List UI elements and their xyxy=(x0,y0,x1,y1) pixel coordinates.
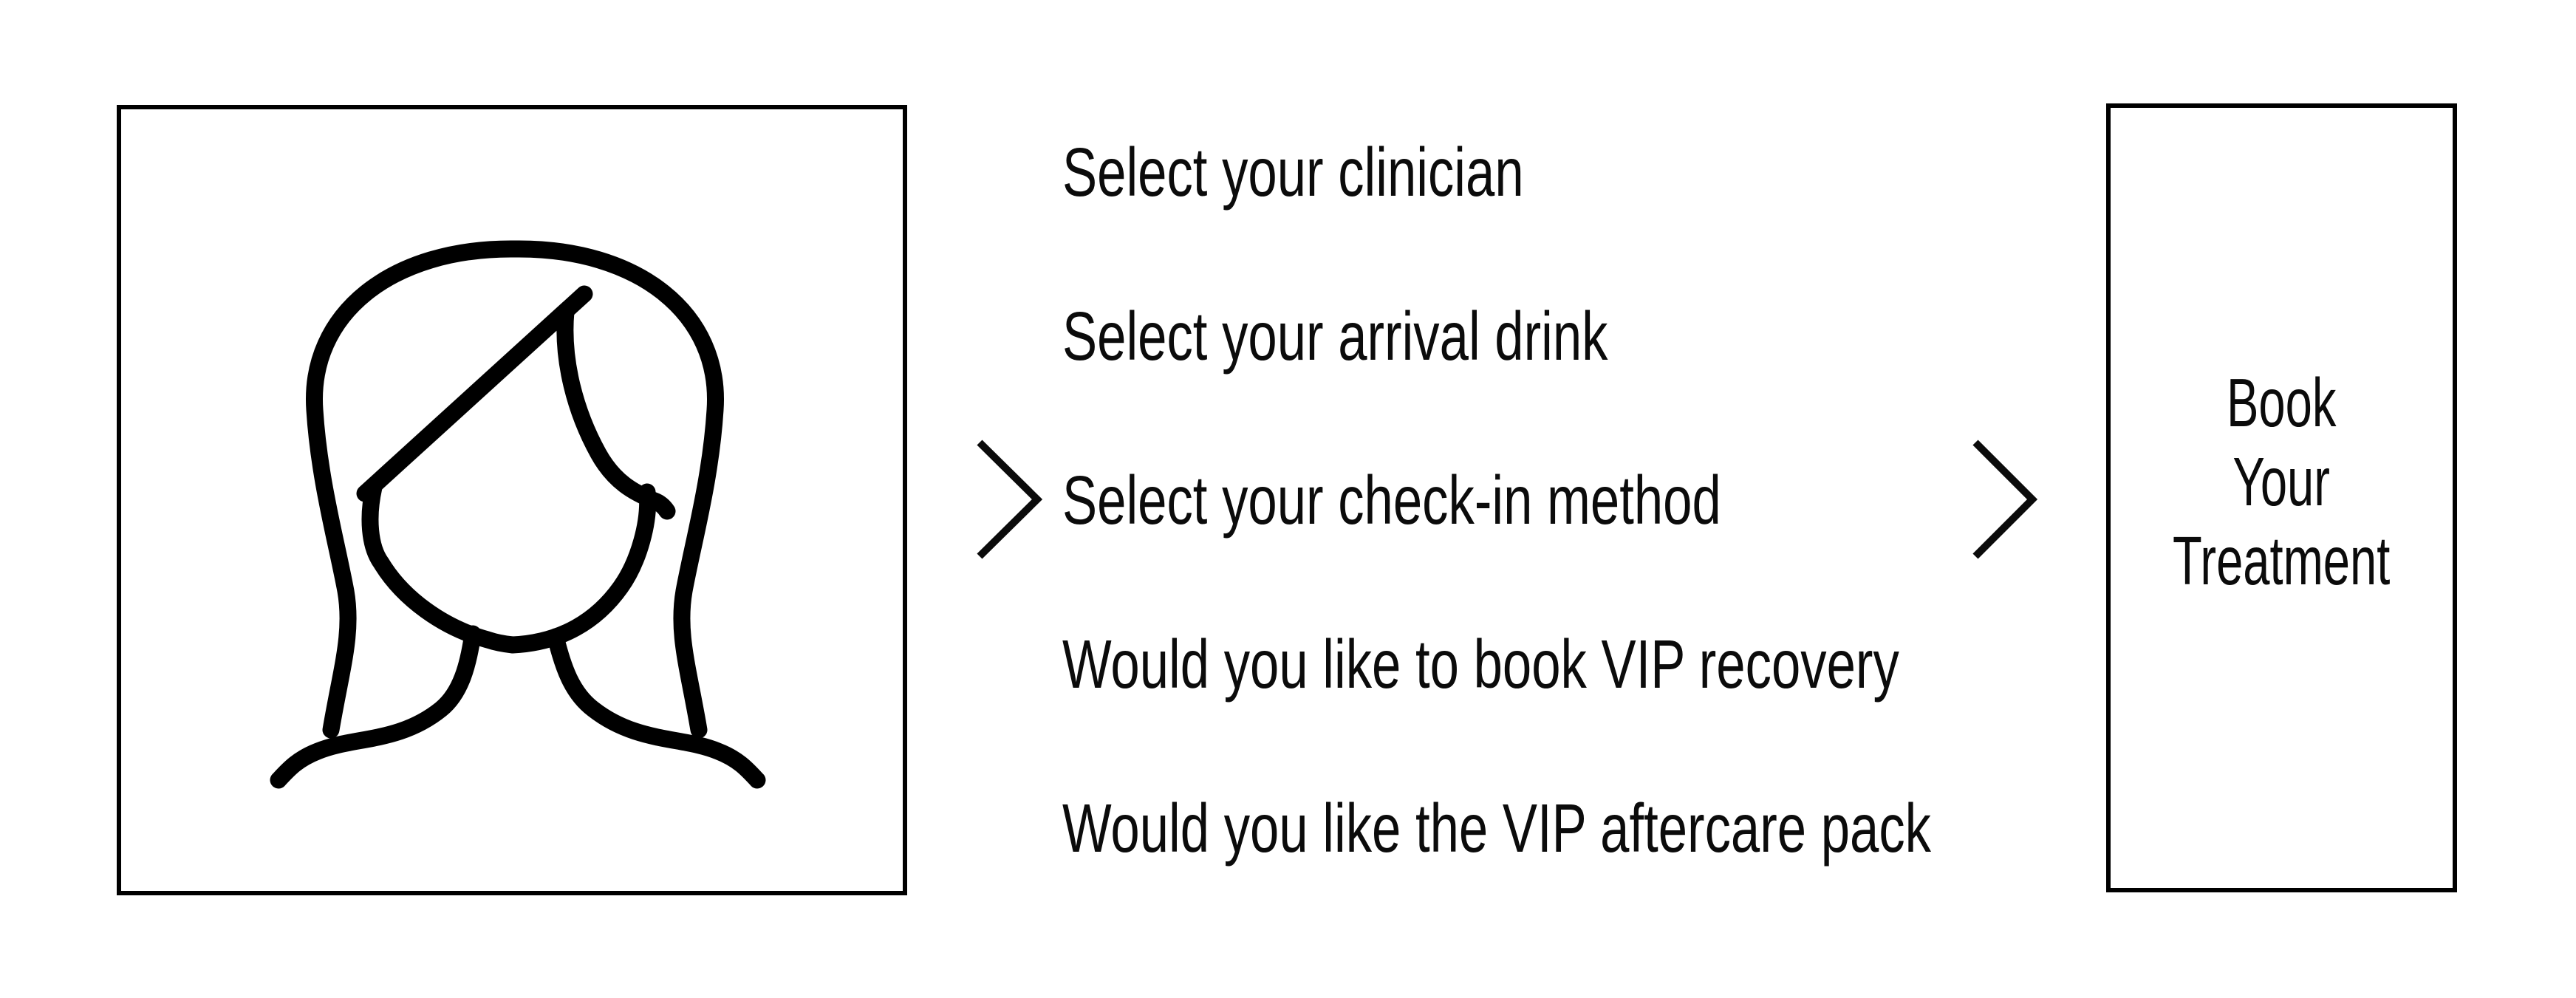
right-shoulder-line xyxy=(547,628,766,789)
fringe-line xyxy=(356,285,593,502)
left-shoulder-line xyxy=(270,625,482,789)
step-vip-aftercare-pack: Would you like the VIP aftercare pack xyxy=(1062,790,1932,867)
step-select-clinician: Select your clinician xyxy=(1062,134,1524,211)
step-select-arrival-drink: Select your arrival drink xyxy=(1062,298,1608,375)
step-select-checkin-method: Select your check-in method xyxy=(1062,462,1721,539)
patient-box xyxy=(117,105,907,895)
book-treatment-line: Book xyxy=(2227,363,2337,441)
step-vip-recovery: Would you like to book VIP recovery xyxy=(1062,626,1899,703)
book-treatment-box: Book Your Treatment xyxy=(2106,103,2457,892)
chevron-right-icon xyxy=(1972,440,2038,559)
fringe-sweep xyxy=(556,303,676,520)
hair-outline xyxy=(306,240,724,739)
chevron-right-icon xyxy=(977,440,1043,559)
book-treatment-line: Treatment xyxy=(2173,522,2391,599)
face-outline xyxy=(361,479,657,654)
book-treatment-line: Your xyxy=(2232,442,2331,520)
book-treatment-label: Book Your Treatment xyxy=(2126,363,2436,601)
woman-face-icon xyxy=(270,240,766,789)
